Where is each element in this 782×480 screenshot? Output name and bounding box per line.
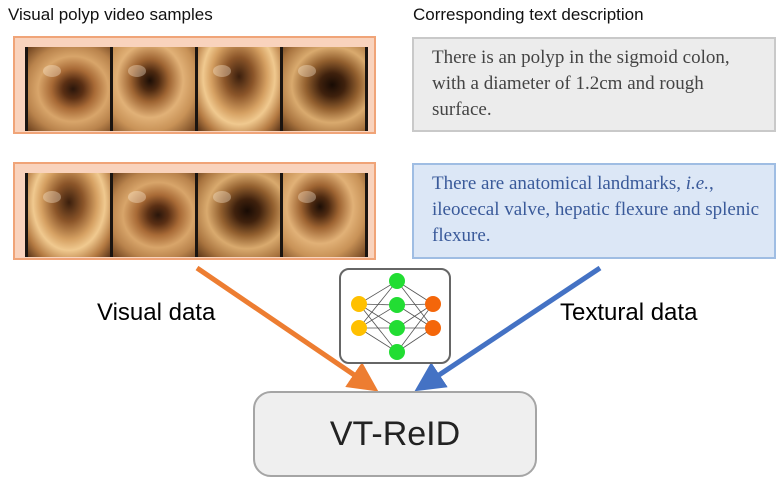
visual-samples-header: Visual polyp video samples xyxy=(8,5,213,24)
visual-arrow xyxy=(195,265,379,392)
textual-arrow xyxy=(414,265,602,392)
frame-strip xyxy=(25,173,368,257)
hidden-node xyxy=(389,320,405,336)
output-node xyxy=(425,296,441,312)
colonoscopy-frame-image xyxy=(113,173,195,257)
video-sample-1 xyxy=(13,36,376,134)
vt-reid-box: VT-ReID xyxy=(253,391,537,477)
abbreviation-ie: i.e. xyxy=(685,173,709,194)
colonoscopy-frame-image xyxy=(28,173,110,257)
text-description-1: There is an polyp in the sigmoid colon, … xyxy=(412,37,776,132)
textual-data-label: Textural data xyxy=(560,299,698,326)
input-node xyxy=(351,320,367,336)
colonoscopy-frame-image xyxy=(198,47,280,131)
colonoscopy-frame-image xyxy=(113,47,195,131)
neural-network-icon xyxy=(339,268,451,364)
output-node xyxy=(425,320,441,336)
hidden-node xyxy=(389,297,405,313)
text-description-header: Corresponding text description xyxy=(413,5,644,24)
hidden-node xyxy=(389,273,405,289)
frame-strip xyxy=(25,47,368,131)
hidden-node xyxy=(389,344,405,360)
vt-reid-label: VT-ReID xyxy=(329,414,461,453)
description-text: , ileocecal valve, hepatic flexure and s… xyxy=(432,173,760,246)
input-node xyxy=(351,296,367,312)
colonoscopy-frame-image xyxy=(198,173,280,257)
description-text: There are anatomical landmarks, xyxy=(432,173,686,194)
text-description-2: There are anatomical landmarks, i.e., il… xyxy=(412,163,776,259)
colonoscopy-frame-image xyxy=(28,47,110,131)
colonoscopy-frame-image xyxy=(283,173,365,257)
video-sample-2 xyxy=(13,162,376,260)
visual-data-label: Visual data xyxy=(97,299,216,326)
colonoscopy-frame-image xyxy=(283,47,365,131)
